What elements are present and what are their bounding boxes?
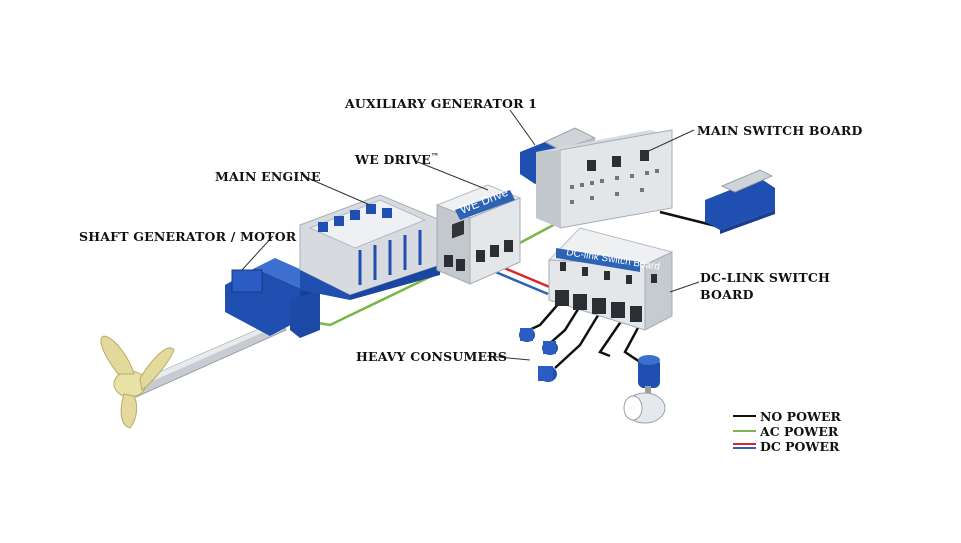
label-heavy-consumers: HEAVY CONSUMERS (356, 349, 508, 364)
label-shaft-generator-motor: SHAFT GENERATOR / MOTOR (79, 229, 297, 244)
label-we-drive: WE DRIVE™ (355, 151, 439, 167)
label-main-switch-board: MAIN SWITCH BOARD (697, 123, 863, 138)
thruster-unit (623, 355, 666, 424)
legend-label-no-power: NO POWER (760, 409, 841, 424)
legend-label-ac-power: AC POWER (760, 424, 839, 439)
legend-label-dc-power: DC POWER (760, 439, 840, 454)
main-switch-board (536, 129, 673, 229)
label-dc-link-switch-board-line2: BOARD (700, 287, 754, 302)
we-drive-cabinet (435, 184, 522, 285)
leader-lines (241, 109, 700, 361)
heavy-consumer-motor-1 (519, 328, 535, 342)
heavy-consumer-motor-3 (538, 366, 557, 382)
label-dc-link-switch-board-line1: DC-LINK SWITCH (700, 270, 831, 285)
label-we-drive-trademark: ™ (430, 151, 440, 161)
no-power-line-generator2 (659, 210, 717, 228)
auxiliary-generator-2 (705, 169, 775, 234)
label-main-engine: MAIN ENGINE (215, 169, 321, 184)
legend-swatches (733, 415, 756, 449)
dc-link-switch-board (547, 227, 674, 331)
heavy-consumer-motor-2 (542, 341, 558, 355)
label-we-drive-text: WE DRIVE (355, 152, 431, 168)
main-engine (299, 194, 441, 300)
label-auxiliary-generator: AUXILIARY GENERATOR 1 (345, 96, 538, 111)
propeller-icon (100, 335, 175, 429)
